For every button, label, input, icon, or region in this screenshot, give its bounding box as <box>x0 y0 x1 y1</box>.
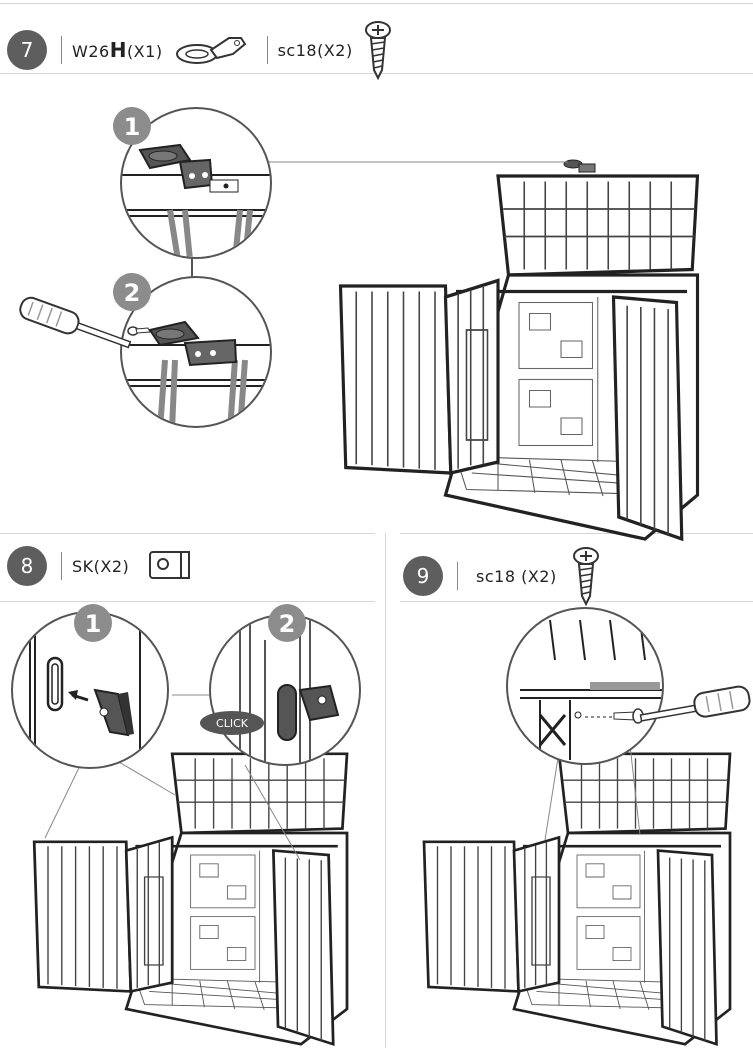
detail-circle-2 <box>120 276 272 428</box>
step-9-header: 9 sc18 (X2) <box>403 546 601 606</box>
substep-badge-2: 2 <box>268 604 306 642</box>
step-number-badge: 8 <box>7 546 47 586</box>
separator <box>457 562 458 590</box>
click-callout: CLICK <box>200 711 264 735</box>
step-8-header: 8 SK(X2) <box>7 546 197 586</box>
separator <box>266 36 268 64</box>
svg-text:2: 2 <box>279 610 296 638</box>
svg-text:1: 1 <box>124 113 141 141</box>
screw-icon <box>364 21 391 80</box>
callout-line <box>629 744 641 836</box>
svg-text:1: 1 <box>85 610 102 638</box>
hasp-latch-icon <box>563 159 596 173</box>
step8-rule <box>0 601 375 602</box>
part-qty: (X2) <box>521 566 557 586</box>
screw-icon <box>572 547 599 606</box>
part-qty: (X2) <box>317 40 353 60</box>
separator <box>61 552 62 580</box>
detail-circle-1 <box>11 611 169 769</box>
detail-circle-1 <box>120 107 272 259</box>
substep-badge-1: 1 <box>113 107 151 145</box>
separator <box>61 36 62 64</box>
hasp-latch-icon <box>175 37 246 64</box>
svg-text:2: 2 <box>124 279 141 307</box>
callout-line <box>544 744 561 841</box>
column-divider <box>385 533 386 1048</box>
part-letter: H <box>109 38 127 62</box>
substep-badge-1: 1 <box>74 604 112 642</box>
step-7-header: 7 W26H(X1) sc18(X2) <box>7 20 393 80</box>
part-label: W26H(X1) <box>72 38 163 62</box>
shed-step7 <box>338 174 700 541</box>
svg-text:CLICK: CLICK <box>216 717 249 730</box>
screwdriver-icon <box>639 685 751 722</box>
screwdriver-icon <box>19 296 132 349</box>
step-number-badge: 7 <box>7 30 47 70</box>
shelf-key-icon <box>149 551 191 579</box>
shed-step8 <box>32 752 349 1046</box>
part-qty: (X2) <box>93 556 130 576</box>
part-label: sc18 (X2) <box>476 567 557 586</box>
top-rule <box>0 3 753 4</box>
part-code: SK <box>72 556 94 576</box>
step8-top-rule <box>0 533 375 534</box>
part-label: sc18(X2) <box>278 41 353 60</box>
detail-circle <box>506 607 664 765</box>
step9-top-rule <box>400 533 753 534</box>
callout-line <box>244 764 301 861</box>
step9-rule <box>400 601 753 602</box>
part-label: SK(X2) <box>72 557 129 576</box>
substep-badge-2: 2 <box>113 273 151 311</box>
part-qty: (X1) <box>126 42 163 61</box>
part-code: W26 <box>72 42 110 61</box>
part-code: sc18 <box>476 566 522 586</box>
step-number-badge: 9 <box>403 556 443 596</box>
shed-step9 <box>422 752 732 1046</box>
part-code: sc18 <box>277 40 318 60</box>
screw-icon <box>127 326 151 336</box>
